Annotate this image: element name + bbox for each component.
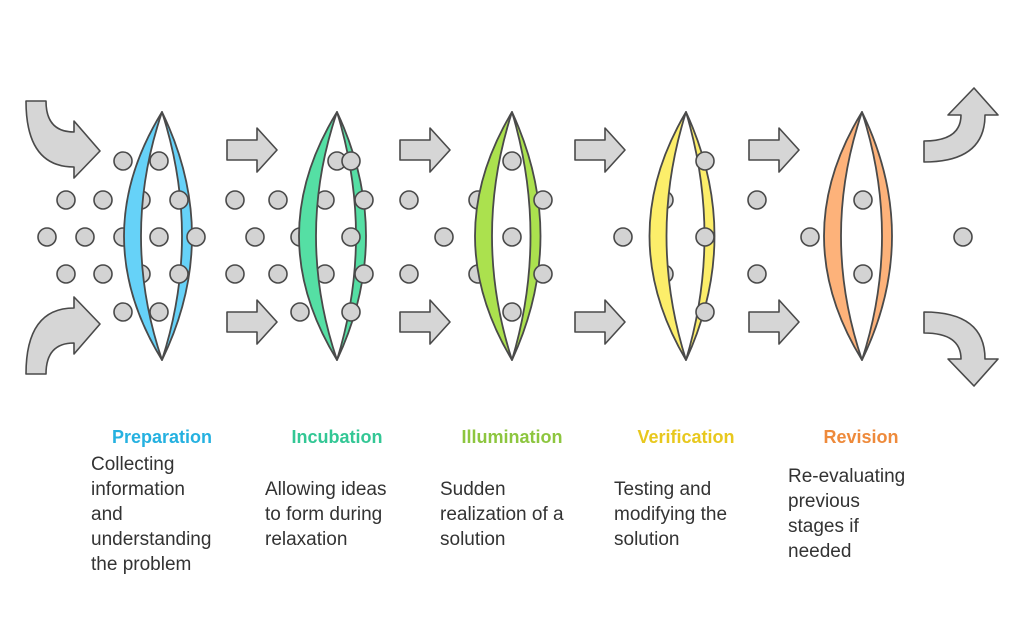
ring-front-band [123, 111, 163, 361]
stage-title-preparation: Preparation [111, 427, 213, 447]
arrow-icon [574, 299, 626, 345]
dot-icon [747, 264, 767, 284]
arrow-icon [923, 311, 999, 387]
dot-icon [502, 151, 522, 171]
stage-title-illumination: Illumination [461, 427, 563, 447]
arrow-icon [748, 299, 800, 345]
arrow-icon [399, 127, 451, 173]
dot-icon [149, 151, 169, 171]
dot-icon [800, 227, 820, 247]
dot-icon [341, 227, 361, 247]
dot-icon [149, 302, 169, 322]
ring-front-band [648, 111, 687, 361]
dot-icon [853, 264, 873, 284]
arrow-icon [25, 100, 101, 179]
ring-front-band [298, 111, 338, 361]
ring-back-band [861, 111, 893, 361]
dot-icon [93, 264, 113, 284]
dot-icon [56, 190, 76, 210]
stage-title-revision: Revision [823, 427, 899, 447]
dot-icon [502, 227, 522, 247]
dot-icon [290, 302, 310, 322]
dot-icon [953, 227, 973, 247]
stage-title-verification: Verification [637, 427, 735, 447]
dot-icon [695, 227, 715, 247]
arrows-layer [25, 87, 999, 387]
arrow-icon [226, 127, 278, 173]
ring-front-band [474, 111, 513, 361]
ring-front-band [823, 111, 863, 361]
dot-icon [149, 227, 169, 247]
arrow-icon [226, 299, 278, 345]
dot-icon [434, 227, 454, 247]
stage-title-incubation: Incubation [291, 427, 383, 447]
dot-icon [533, 190, 553, 210]
dot-icon [354, 190, 374, 210]
arrow-icon [574, 127, 626, 173]
dot-icon [245, 227, 265, 247]
dot-icon [853, 190, 873, 210]
dot-icon [56, 264, 76, 284]
dot-icon [225, 190, 245, 210]
rings-front-layer [123, 111, 863, 361]
arrow-icon [923, 87, 999, 163]
arrow-icon [25, 296, 101, 375]
dot-icon [75, 227, 95, 247]
dot-icon [341, 151, 361, 171]
arrow-icon [748, 127, 800, 173]
dot-icon [169, 190, 189, 210]
dot-icon [113, 151, 133, 171]
dot-icon [695, 151, 715, 171]
dot-icon [37, 227, 57, 247]
dot-icon [268, 264, 288, 284]
dot-icon [225, 264, 245, 284]
dot-icon [747, 190, 767, 210]
dot-icon [695, 302, 715, 322]
dot-icon [354, 264, 374, 284]
dot-icon [399, 264, 419, 284]
dot-icon [268, 190, 288, 210]
dot-icon [533, 264, 553, 284]
dot-icon [502, 302, 522, 322]
arrow-icon [399, 299, 451, 345]
dot-icon [186, 227, 206, 247]
dot-icon [341, 302, 361, 322]
dot-icon [399, 190, 419, 210]
dot-icon [169, 264, 189, 284]
dot-icon [113, 302, 133, 322]
dot-icon [93, 190, 113, 210]
dot-icon [613, 227, 633, 247]
